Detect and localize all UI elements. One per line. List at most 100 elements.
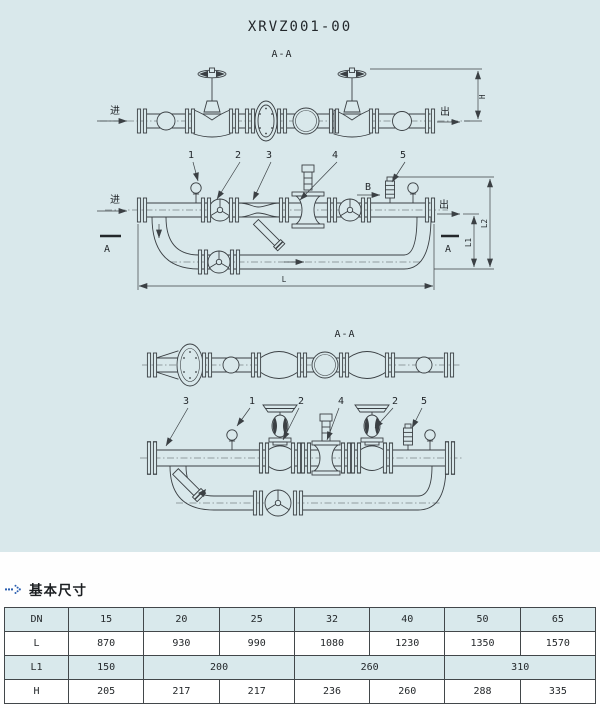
sight-glass-icon: [392, 111, 412, 131]
reducer-icon: [237, 202, 281, 218]
table-cell: 1350: [444, 631, 521, 656]
page-title: XRVZ001-00: [248, 19, 352, 35]
dimension-label-h: H: [478, 94, 487, 99]
bypass-valve-handwheel-icon: [207, 250, 231, 274]
callout-1: 1: [249, 396, 255, 407]
table-cell: 50: [444, 607, 521, 632]
callout-5: 5: [421, 396, 427, 407]
table-cell: 1570: [519, 631, 597, 656]
table-cell: 20: [143, 607, 220, 632]
drawing-plan-view: 1 2 3 4 5 进 出 B A A L L1: [97, 150, 494, 290]
section-a-label: A: [445, 244, 451, 255]
table-cell: 15: [67, 607, 145, 632]
pressure-gauge-icon: [424, 429, 436, 451]
expansion-joint-icon: [259, 351, 299, 379]
callout-1: 1: [188, 150, 194, 161]
blowdown-arrow-icon: [198, 489, 206, 497]
control-valve-icon: [291, 164, 325, 229]
table-cell: 1230: [369, 631, 446, 656]
table-cell: 40: [369, 607, 446, 632]
sight-glass-icon: [222, 356, 240, 374]
air-vent-icon: [403, 423, 413, 451]
table-cell: 930: [143, 631, 220, 656]
callout-5: 5: [400, 150, 406, 161]
bypass-valve-handwheel-icon: [264, 489, 292, 517]
inlet-label: 进: [110, 194, 120, 206]
pressure-gauge-icon: [190, 182, 202, 204]
table-cell: 1080: [293, 631, 371, 656]
section-a-label: A: [104, 244, 110, 255]
callout-2: 2: [298, 396, 304, 407]
strainer-blowdown-icon: [252, 218, 286, 252]
table-cell: 288: [444, 679, 521, 704]
table-row-label: L: [4, 631, 69, 656]
section-label-aa-top: A-A: [271, 49, 292, 60]
heading-arrow-icon: [5, 584, 21, 594]
dimension-label-l1: L1: [464, 238, 473, 247]
drawing-canvas: XRVZ001-00 A-A 进 出 H: [0, 0, 600, 552]
table-row-label: L1: [4, 655, 69, 680]
table-cell: 217: [143, 679, 220, 704]
table-cell: 236: [293, 679, 371, 704]
table-row-label: DN: [4, 607, 69, 632]
heading-row: 基本尺寸: [5, 580, 600, 599]
drawing-lower-elevation: 3 1 2 4 2 5: [140, 396, 462, 517]
section-label-aa-mid: A-A: [334, 329, 355, 340]
callout-4: 4: [338, 396, 344, 407]
callout-4: 4: [332, 150, 338, 161]
bolt-dots: [183, 351, 197, 379]
table-cell: 200: [143, 655, 295, 680]
globe-valve-icon: [193, 67, 231, 138]
table-cell: 217: [218, 679, 295, 704]
pressure-gauge-icon: [407, 182, 419, 204]
valve-handwheel-icon: [338, 198, 362, 222]
table-cell: 260: [369, 679, 446, 704]
control-valve-icon: [311, 413, 341, 476]
callout-2b: 2: [392, 396, 398, 407]
table-cell: 25: [218, 607, 295, 632]
globe-valve-icon: [333, 67, 371, 138]
sight-glass-icon: [156, 111, 176, 131]
dimension-label-l2: L2: [480, 219, 489, 228]
strainer-blowdown-icon: [172, 468, 207, 503]
drawing-top-elevation: 进 出 H: [97, 67, 487, 142]
callouts-plan: 1 2 3 4 5: [188, 150, 406, 201]
table-cell: 32: [293, 607, 371, 632]
table-cell: 65: [519, 607, 597, 632]
assembly-drawing-svg: XRVZ001-00 A-A 进 出 H: [97, 19, 494, 517]
outlet-label: 出: [440, 105, 450, 118]
callout-3: 3: [266, 150, 272, 161]
bolt-dots: [259, 107, 273, 135]
inlet-label: 进: [110, 105, 120, 117]
valve-handwheel-icon: [208, 198, 232, 222]
table-cell: 260: [293, 655, 446, 680]
expansion-joint-icon: [347, 351, 387, 379]
view-b-label: B: [365, 182, 371, 193]
table-row-label: H: [4, 679, 69, 704]
flow-meter-icon: [311, 351, 339, 379]
table-cell: 205: [67, 679, 145, 704]
sight-glass-icon: [415, 356, 433, 374]
flow-meter-icon: [292, 107, 320, 135]
drawing-aa-section: A-A: [142, 329, 462, 387]
table-cell: 150: [67, 655, 145, 680]
dimension-label-l: L: [282, 275, 287, 284]
table-heading: 基本尺寸: [29, 583, 87, 599]
air-vent-icon: [385, 176, 395, 204]
main-line-flanges: [146, 441, 456, 475]
table-cell: 990: [218, 631, 295, 656]
blind-flange-icon: [176, 343, 204, 387]
outlet-label: 出: [439, 198, 449, 211]
pressure-gauge-icon: [226, 429, 238, 451]
table-cell: 310: [444, 655, 596, 680]
callout-2: 2: [235, 150, 241, 161]
callouts-elevation: 3 1 2 4 2 5: [165, 396, 427, 447]
